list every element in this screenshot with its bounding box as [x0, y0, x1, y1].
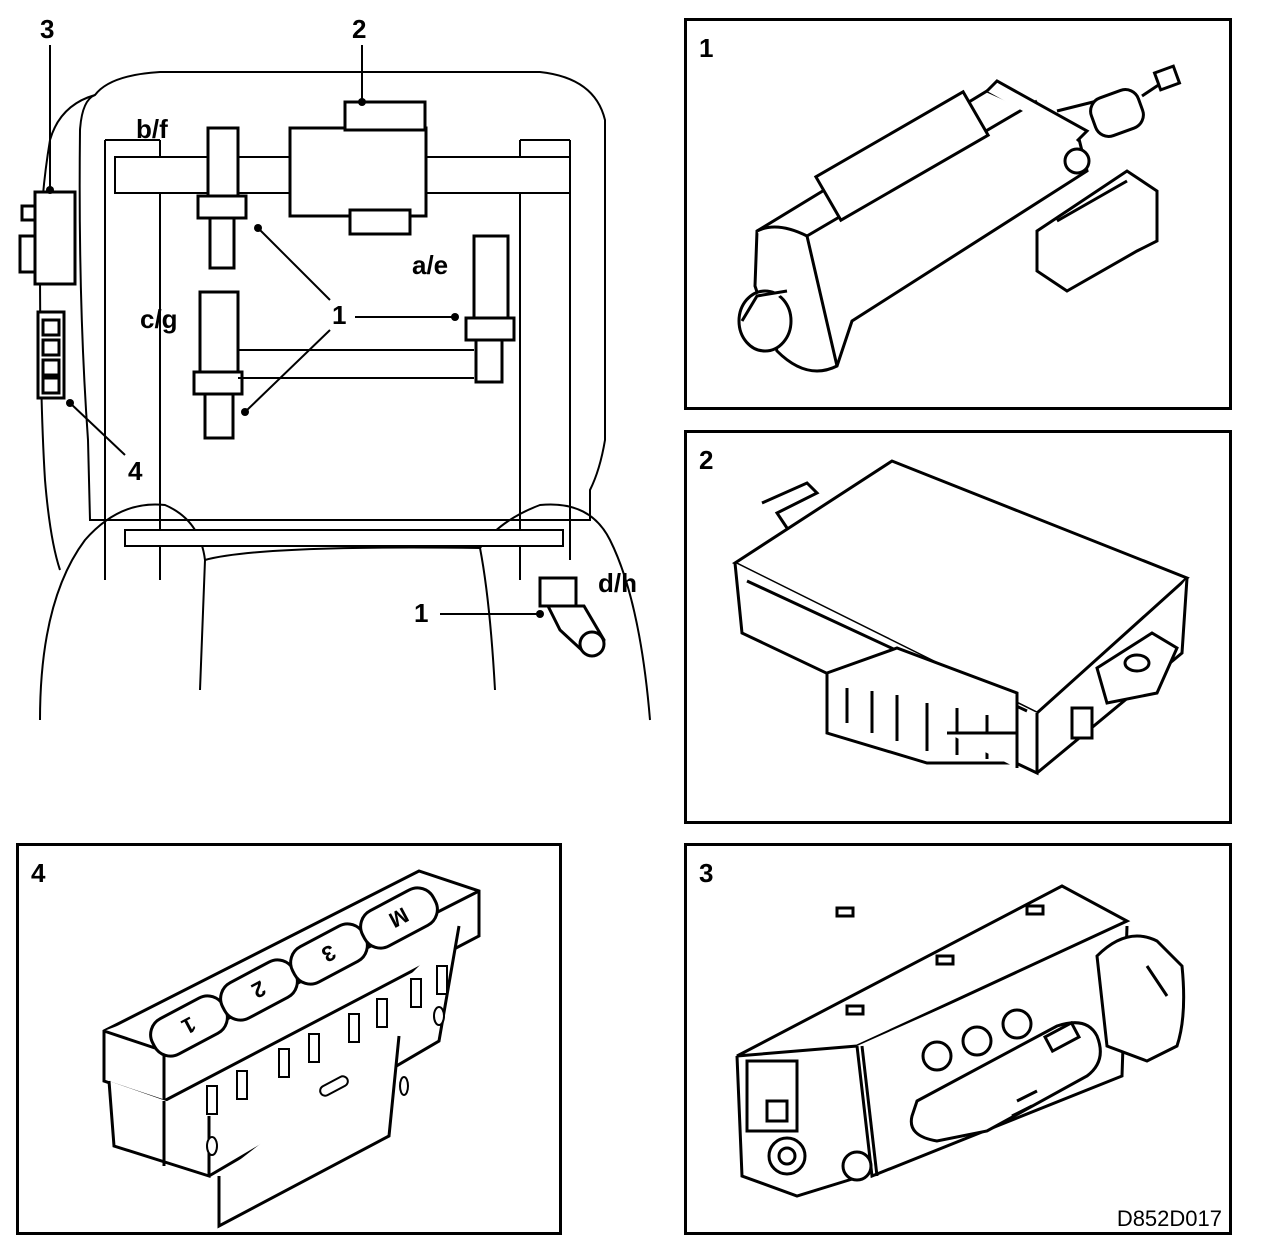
panel-seat-switch: 3	[684, 843, 1232, 1235]
panel-control-module: 2	[684, 430, 1232, 824]
memory-button-m: M	[359, 886, 439, 950]
callout-motors: 1	[332, 300, 347, 330]
callout-seat-switch: 3	[40, 14, 55, 44]
memory-switch-overview	[36, 310, 66, 400]
panel-control-module-label: 2	[699, 445, 714, 475]
seat-back-outline	[78, 71, 606, 521]
panel-seat-switch-label: 3	[699, 858, 714, 888]
panel-motor: 1	[684, 18, 1232, 410]
seat-cushion-outline	[39, 503, 207, 721]
panel-memory-switch-label: 4	[31, 858, 46, 888]
seat-side-outline	[38, 94, 96, 571]
memory-switch-icon: 1 2 3 M	[102, 869, 481, 1229]
motor-front-left	[196, 126, 248, 270]
motor-bottom-right	[538, 576, 606, 658]
panel-motor-label: 1	[699, 33, 714, 63]
panel-memory-switch: 4 1 2 3 M	[16, 843, 562, 1235]
callout-control-module: 2	[352, 14, 367, 44]
motor-label-ae: a/e	[412, 250, 449, 280]
motor-label-dh: d/h	[598, 568, 637, 598]
control-module-overview	[288, 100, 428, 236]
memory-button-1: 1	[149, 994, 229, 1058]
document-code: D852D017	[1116, 1206, 1222, 1231]
seat-switch-overview	[18, 190, 77, 286]
callout-motor-bottom: 1	[414, 598, 429, 628]
seat-motor-icon	[737, 64, 1182, 373]
motor-label-cg: c/g	[140, 304, 178, 334]
callout-memory-switch: 4	[128, 456, 143, 486]
motor-rear-left	[192, 290, 244, 440]
seat-switch-icon	[735, 884, 1186, 1198]
control-module-icon	[731, 459, 1190, 776]
motor-right	[464, 234, 516, 384]
motor-label-bf: b/f	[136, 114, 168, 144]
